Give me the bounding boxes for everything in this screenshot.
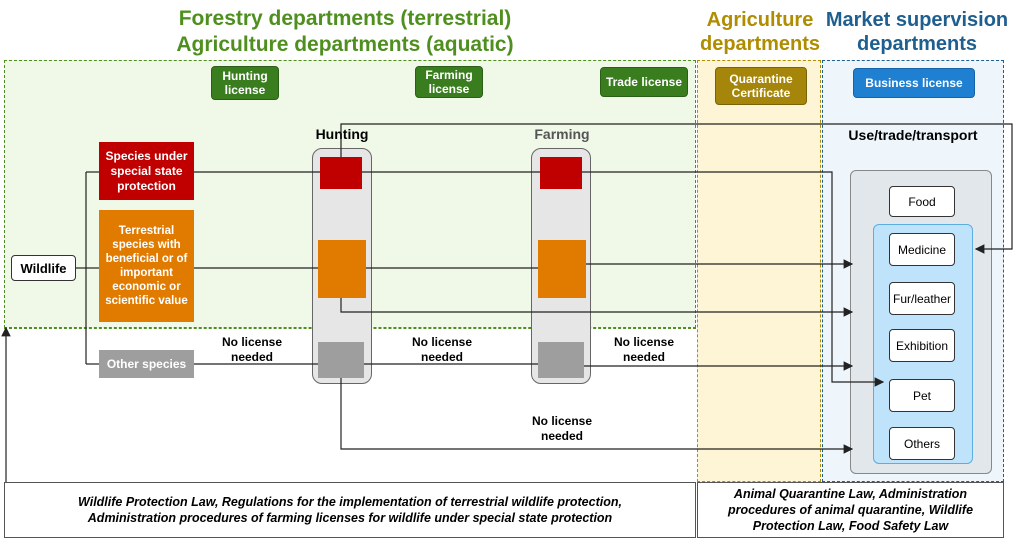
use-item-label: Fur/leather [892,291,952,306]
hunting-marker-special [320,157,362,189]
flow-other-bottom [340,378,854,454]
flow-special-to-pet [582,171,885,387]
flow-top-loop [340,123,1013,254]
hunting-marker-other [318,342,364,378]
trade-license-tag: Trade license [600,67,688,97]
farming-license-tag: Farming license [415,66,483,98]
footer-left-laws: Wildlife Protection Law, Regulations for… [4,482,696,538]
use-item-others: Others [889,427,955,460]
use-item-exhibition: Exhibition [889,329,955,362]
market-header: Market supervision departments [825,9,1009,55]
no-license-label-3: No license needed [613,335,675,364]
flow-hunting-to-fur [340,298,854,317]
no-license-label-2: No license needed [411,335,473,364]
hunting-stage-title: Hunting [315,126,369,142]
use-item-label: Pet [912,388,931,403]
category-special: Species under special state protection [99,142,194,200]
agriculture-zone [697,60,821,482]
wildlife-source: Wildlife [11,255,76,281]
use-item-label: Food [908,194,936,209]
use-item-food: Food [889,186,955,217]
use-stage-title: Use/trade/transport [848,127,978,143]
quarantine-certificate-tag: Quarantine Certificate [715,67,807,105]
category-terrestrial: Terrestrial species with beneficial or o… [99,210,194,322]
use-item-label: Medicine [897,242,947,257]
business-license-tag: Business license [853,68,975,98]
footer-right-laws: Animal Quarantine Law, Administration pr… [697,482,1004,538]
footer-left-text: Wildlife Protection Law, Regulations for… [78,495,622,525]
use-item-label: Exhibition [895,338,949,353]
use-item-fur-leather: Fur/leather [889,282,955,315]
hunting-license-tag: Hunting license [211,66,279,100]
forestry-header: Forestry departments (terrestrial) Agric… [150,6,540,58]
no-license-label-1: No license needed [221,335,283,364]
use-item-medicine: Medicine [889,233,955,266]
use-item-label: Others [903,436,940,451]
no-license-label-4: No license needed [531,414,593,443]
farming-marker-special [540,157,582,189]
footer-right-text: Animal Quarantine Law, Administration pr… [727,487,974,533]
use-item-pet: Pet [889,379,955,412]
agriculture-header: Agriculture departments [700,9,821,55]
farming-marker-other [538,342,584,378]
hunting-marker-terrestrial [318,240,366,298]
forestry-header-line2: Agriculture departments (aquatic) [176,33,514,56]
farming-marker-terrestrial [538,240,586,298]
category-other: Other species [99,350,194,378]
forestry-header-line1: Forestry departments (terrestrial) [178,7,512,30]
wildlife-label: Wildlife [20,260,67,276]
farming-stage-title: Farming [534,126,590,142]
